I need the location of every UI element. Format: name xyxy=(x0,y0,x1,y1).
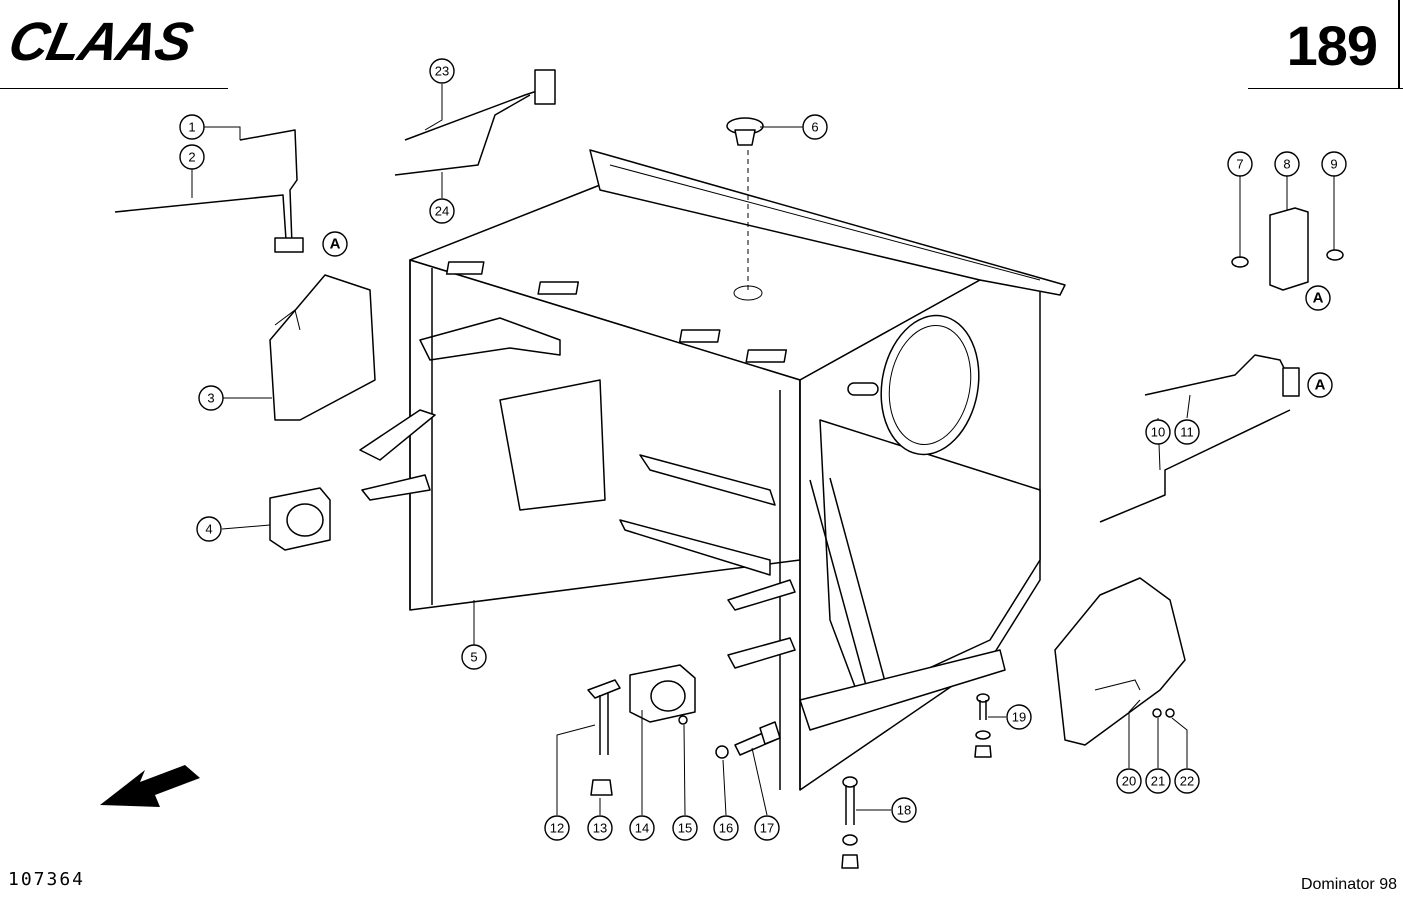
cover-plate-part-3 xyxy=(269,274,376,421)
svg-text:1: 1 xyxy=(188,120,195,135)
svg-text:17: 17 xyxy=(760,821,774,836)
svg-text:20: 20 xyxy=(1122,774,1136,789)
callout-13: 13 xyxy=(587,815,613,841)
callout-17: 17 xyxy=(754,815,780,841)
svg-text:18: 18 xyxy=(897,803,911,818)
main-frame-part xyxy=(359,149,1066,791)
callout-8: 8 xyxy=(1274,151,1300,177)
header-rule-left xyxy=(0,88,228,89)
rod-part-23-24 xyxy=(394,69,556,176)
callout-24: 24 xyxy=(429,198,455,224)
header-rule-right xyxy=(1248,88,1403,89)
cap-part-6 xyxy=(726,117,764,146)
rod-part-1-2 xyxy=(114,129,304,253)
svg-text:19: 19 xyxy=(1012,710,1026,725)
svg-text:3: 3 xyxy=(207,391,214,406)
callout-11: 11 xyxy=(1174,419,1200,445)
svg-text:11: 11 xyxy=(1180,425,1194,440)
bolt-part-19 xyxy=(974,693,992,758)
bearing-block-part-4 xyxy=(269,487,331,551)
bolt-part-18 xyxy=(841,776,859,869)
svg-text:16: 16 xyxy=(719,821,733,836)
callout-16: 16 xyxy=(713,815,739,841)
svg-text:A: A xyxy=(330,236,341,253)
cover-plate-part-20 xyxy=(1054,577,1186,746)
page-number: 189 xyxy=(1286,14,1378,77)
callout-3: 3 xyxy=(198,385,224,411)
callout-20: 20 xyxy=(1116,768,1142,794)
callout-2: 2 xyxy=(179,144,205,170)
detail-markers: A A A xyxy=(322,231,1333,398)
svg-text:7: 7 xyxy=(1236,157,1243,172)
svg-text:5: 5 xyxy=(470,650,477,665)
callout-14: 14 xyxy=(629,815,655,841)
callout-18: 18 xyxy=(891,797,917,823)
callout-15: 15 xyxy=(672,815,698,841)
svg-text:22: 22 xyxy=(1180,774,1194,789)
screw-part-16-17 xyxy=(715,721,781,759)
rod-part-10-11 xyxy=(1099,354,1300,523)
callout-4: 4 xyxy=(196,516,222,542)
svg-text:24: 24 xyxy=(435,204,449,219)
detail-marker-a-left: A xyxy=(322,231,348,257)
callout-23: 23 xyxy=(429,58,455,84)
svg-text:6: 6 xyxy=(811,120,818,135)
callout-7: 7 xyxy=(1227,151,1253,177)
svg-text:A: A xyxy=(1313,290,1324,307)
direction-arrow-icon xyxy=(100,765,200,807)
svg-text:13: 13 xyxy=(593,821,607,836)
svg-text:8: 8 xyxy=(1283,157,1290,172)
bolt-part-12 xyxy=(587,679,621,796)
svg-text:10: 10 xyxy=(1151,425,1165,440)
svg-text:21: 21 xyxy=(1151,774,1165,789)
callout-19: 19 xyxy=(1006,704,1032,730)
svg-text:A: A xyxy=(1315,377,1326,394)
svg-text:4: 4 xyxy=(205,522,212,537)
callout-22: 22 xyxy=(1174,768,1200,794)
svg-text:14: 14 xyxy=(635,821,649,836)
bearing-block-part-14 xyxy=(629,664,696,725)
svg-text:2: 2 xyxy=(188,150,195,165)
callout-12: 12 xyxy=(544,815,570,841)
model-name: Dominator 98 xyxy=(1300,876,1397,893)
svg-text:9: 9 xyxy=(1330,157,1337,172)
svg-text:23: 23 xyxy=(435,64,449,79)
callout-6: 6 xyxy=(802,114,828,140)
callout-labels: 1 2 3 4 5 6 7 8 9 10 11 12 13 14 15 16 1… xyxy=(179,58,1347,841)
callout-10: 10 xyxy=(1145,419,1171,445)
bracket-part-7-8-9 xyxy=(1231,207,1344,291)
callout-5: 5 xyxy=(461,644,487,670)
svg-text:12: 12 xyxy=(550,821,564,836)
svg-text:15: 15 xyxy=(678,821,692,836)
detail-marker-a-right: A xyxy=(1307,372,1333,398)
drawing-number: 107364 xyxy=(8,869,86,890)
callout-1: 1 xyxy=(179,114,205,140)
callout-21: 21 xyxy=(1145,768,1171,794)
detail-marker-a-top-right: A xyxy=(1305,285,1331,311)
frame-border-right xyxy=(1398,0,1400,88)
callout-9: 9 xyxy=(1321,151,1347,177)
